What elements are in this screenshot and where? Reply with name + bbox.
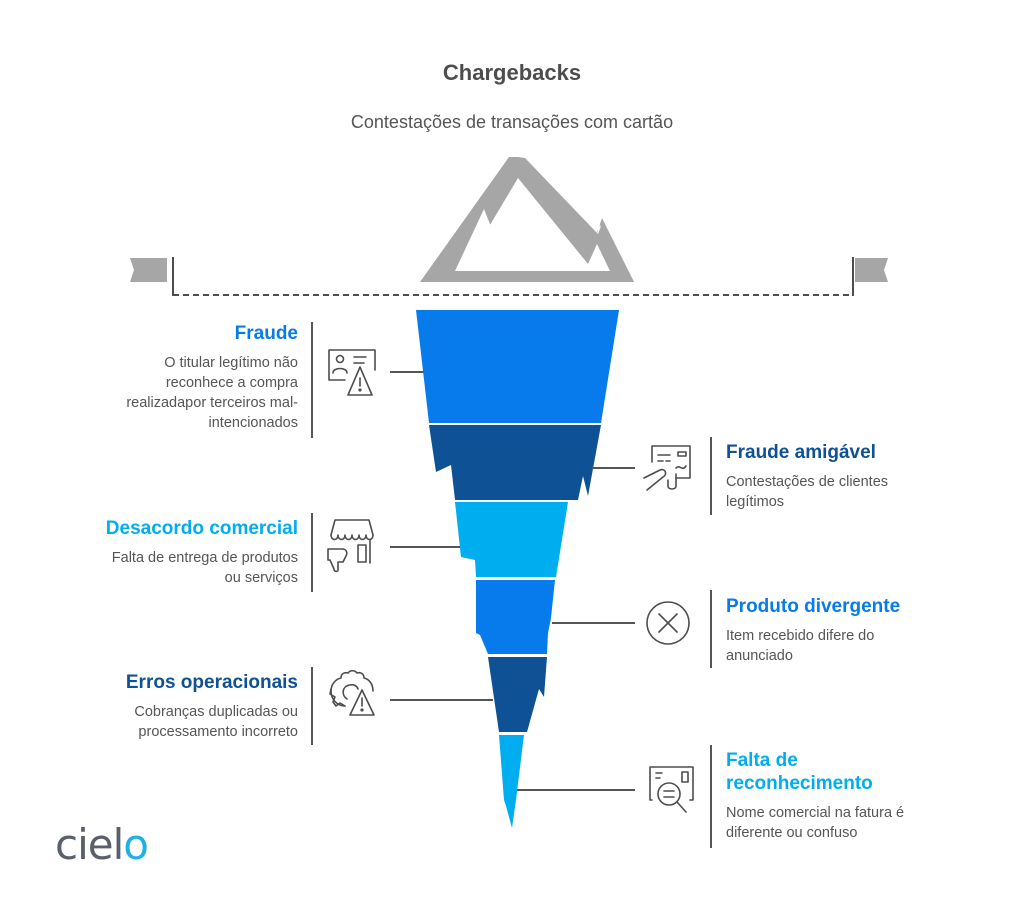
item-erros-operacionais: Erros operacionais Cobranças duplicadas … [60, 671, 298, 742]
item-title: Produto divergente [726, 596, 901, 617]
gear-warning-icon [329, 669, 375, 716]
item-description: Contestações de clientes legítimos [726, 474, 889, 510]
item-description: Falta de entrega de produtos ou serviços [111, 550, 298, 586]
page-title: Chargebacks [442, 60, 582, 85]
item-title: Desacordo comercial [105, 518, 298, 539]
id-card-warning-icon [328, 349, 376, 396]
iceberg-layers [416, 310, 619, 828]
layer-produto [476, 580, 555, 654]
layer-fraude [416, 310, 619, 423]
layer-desacordo [455, 502, 568, 577]
item-title: Fraude [234, 323, 298, 344]
item-description: Cobranças duplicadas ou processamento in… [134, 704, 298, 740]
layer-fraude-amigavel [429, 425, 601, 500]
item-title: Falta de reconhecimento [726, 750, 873, 794]
connector-lines [390, 371, 635, 791]
layer-reconhecimento [499, 735, 524, 828]
left-flag-icon [130, 258, 167, 282]
waterline [130, 257, 888, 296]
item-fraude-amigavel: Fraude amigável Contestações de clientes… [726, 441, 986, 512]
dividers [311, 322, 712, 848]
page-subtitle: Contestações de transações com cartão [350, 112, 674, 132]
card-signature-icon [643, 445, 691, 491]
item-description: O titular legítimo não reconhece a compr… [126, 355, 298, 431]
item-title: Fraude amigável [726, 442, 876, 463]
item-produto-divergente: Produto divergente Item recebido difere … [726, 595, 986, 666]
invoice-search-icon [649, 766, 694, 813]
mountain-icon [420, 157, 634, 282]
right-flag-icon [855, 258, 888, 282]
store-thumbs-down-icon [327, 519, 374, 573]
item-description: Item recebido difere do anunciado [726, 628, 875, 664]
layer-erros [488, 657, 547, 732]
item-desacordo-comercial: Desacordo comercial Falta de entrega de … [40, 517, 298, 588]
item-description: Nome comercial na fatura é diferente ou … [726, 805, 905, 841]
cielo-logo: cielo [55, 820, 149, 869]
circle-x-icon [646, 601, 690, 645]
item-falta-reconhecimento: Falta de reconhecimento Nome comercial n… [726, 749, 986, 843]
item-fraude: Fraude O titular legítimo não reconhece … [80, 322, 298, 433]
item-title: Erros operacionais [125, 672, 298, 693]
